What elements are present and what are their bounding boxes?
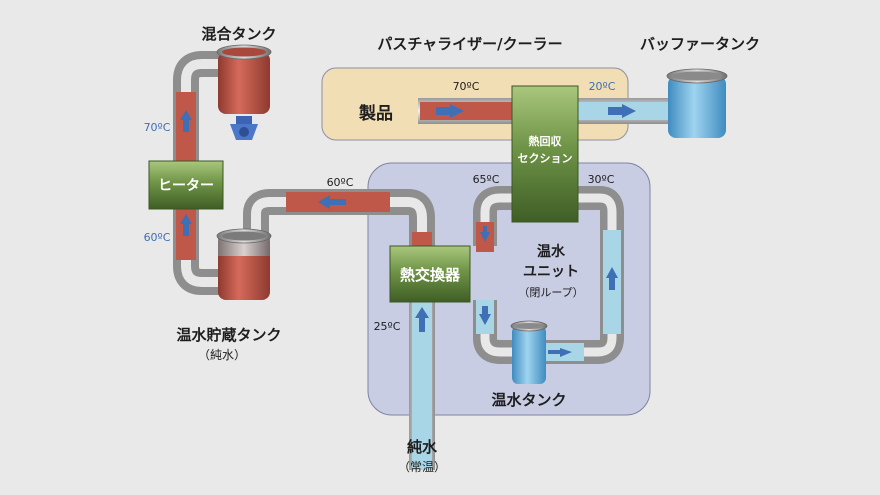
arrow-left-return (318, 195, 346, 209)
label-heater: ヒーター (158, 178, 214, 194)
label-hot-storage-sub: （純水） (198, 348, 246, 362)
label-heat-recovery-1: 熱回収 (529, 134, 563, 148)
arrow-up-loop-right (606, 267, 618, 290)
temp-heater-out: 70ºC (144, 121, 171, 134)
mixing-tank (216, 44, 272, 140)
buffer-tank (666, 68, 728, 138)
label-heat-recovery-2: セクション (518, 152, 573, 165)
temp-return-line: 60ºC (327, 176, 354, 189)
heat-exchanger-box (389, 245, 471, 303)
label-hot-water-tank: 温水タンク (491, 391, 566, 409)
label-heat-exchanger: 熱交換器 (400, 266, 461, 284)
temp-pure-water-in: 25ºC (374, 320, 401, 333)
arrow-down-loop-hot (480, 226, 490, 242)
arrow-right-product-out (608, 104, 636, 118)
temp-product-out: 20ºC (589, 80, 616, 93)
arrow-right-product (436, 104, 464, 118)
arrow-down-loop-outlet (479, 306, 491, 325)
temp-loop-hot: 65ºC (473, 173, 500, 186)
label-pure-water-sub: （常温） (398, 460, 446, 474)
hot-water-storage-tank (216, 228, 272, 300)
temp-heater-in: 60ºC (144, 231, 171, 244)
heater-box (148, 160, 224, 210)
temp-product-in: 70ºC (453, 80, 480, 93)
arrow-up-heater-to-mixing (180, 110, 192, 132)
label-pasteurizer: パスチャライザー/クーラー (377, 35, 562, 53)
label-pure-water: 純水 (407, 438, 438, 456)
flow-pure-water (412, 300, 432, 470)
label-mixing-tank: 混合タンク (201, 25, 276, 43)
arrow-up-storage-to-heater (180, 214, 192, 236)
flow-product-hot (420, 102, 512, 120)
label-product: 製品 (358, 103, 393, 124)
temp-loop-cool: 30ºC (588, 173, 615, 186)
label-hot-water-unit-sub: （閉ループ） (518, 286, 583, 299)
arrow-up-pure-water (415, 307, 429, 332)
label-buffer-tank: バッファータンク (640, 35, 760, 53)
arrow-right-loop-bottom (548, 348, 572, 357)
label-hot-water-unit-2: ユニット (523, 264, 579, 280)
hot-water-tank (510, 320, 548, 384)
label-hot-storage-tank: 温水貯蔵タンク (176, 326, 281, 344)
heat-recovery-box (511, 85, 579, 223)
label-hot-water-unit-1: 温水 (537, 243, 566, 260)
flow-arrows (180, 104, 636, 357)
